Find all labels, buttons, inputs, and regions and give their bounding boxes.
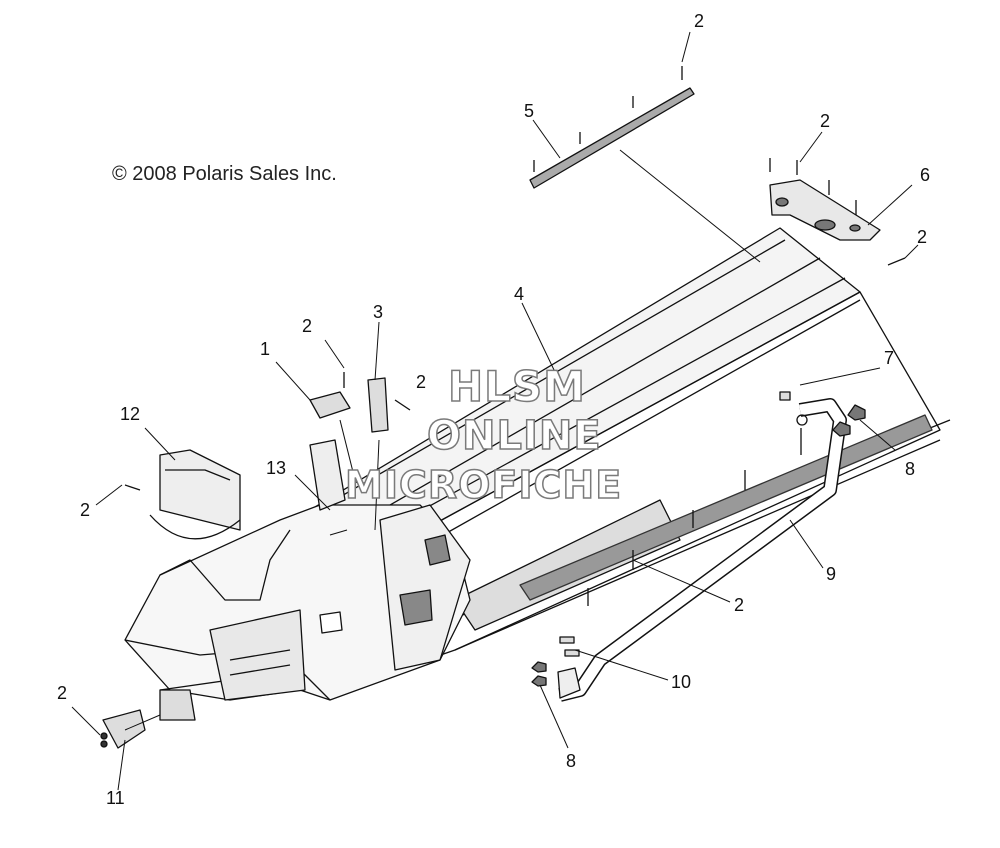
callout-label: 13 — [266, 458, 286, 478]
front-frame — [124, 439, 471, 721]
leader-lines — [71, 31, 919, 791]
callout-label: 11 — [106, 788, 125, 808]
callout-label: 6 — [920, 165, 930, 185]
callout-label: 2 — [80, 500, 90, 520]
watermark-line-2: ONLINE — [426, 412, 602, 460]
watermark-line-3: MICROFICHE — [344, 462, 623, 508]
callout-label: 3 — [373, 302, 383, 322]
callout-label: 9 — [826, 564, 836, 584]
rail-part-5 — [529, 66, 695, 189]
copyright-notice: © 2008 Polaris Sales Inc. — [112, 163, 337, 185]
callout-label: 2 — [820, 111, 830, 131]
callout-numbers: 2 5 2 6 2 4 3 2 1 2 7 12 8 13 2 9 2 10 2… — [57, 11, 930, 808]
callout-label: 4 — [514, 284, 524, 304]
callout-label: 10 — [671, 672, 691, 692]
bracket-part-11 — [100, 709, 146, 749]
callout-label: 8 — [905, 459, 915, 479]
bracket-part-6 — [769, 158, 906, 266]
callout-label: 8 — [566, 751, 576, 771]
bracket-part-12 — [124, 449, 241, 540]
callout-label: 2 — [416, 372, 426, 392]
callout-label: 2 — [917, 227, 927, 247]
pipe-part-9 — [531, 391, 866, 702]
callout-label: 2 — [734, 595, 744, 615]
callout-label: 2 — [302, 316, 312, 336]
callout-label: 2 — [57, 683, 67, 703]
callout-label: 5 — [524, 101, 534, 121]
watermark-line-1: HLSM — [447, 361, 586, 412]
brackets-part-1-3 — [309, 372, 411, 433]
callout-label: 7 — [884, 348, 894, 368]
callout-label: 1 — [260, 339, 270, 359]
callout-label: 12 — [120, 404, 140, 424]
callout-label: 2 — [694, 11, 704, 31]
